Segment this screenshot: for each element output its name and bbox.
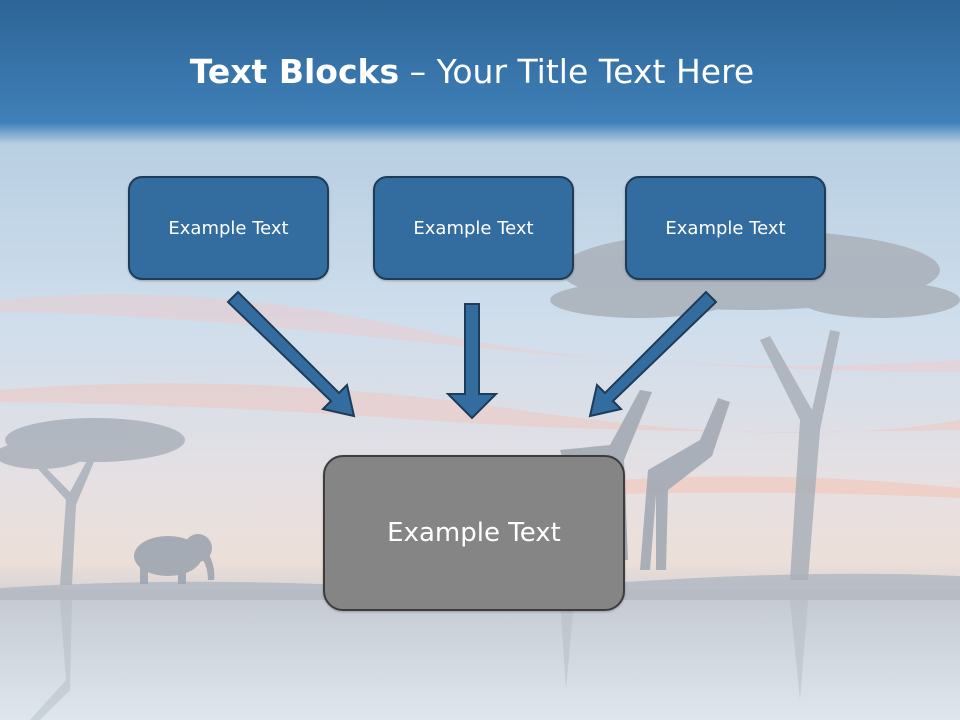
title-rest: – Your Title Text Here xyxy=(399,52,755,91)
title-bold: Text Blocks xyxy=(189,52,400,91)
text-block-1[interactable]: Example Text xyxy=(128,176,329,280)
result-block[interactable]: Example Text xyxy=(323,455,625,611)
text-block-3[interactable]: Example Text xyxy=(625,176,826,280)
text-block-2[interactable]: Example Text xyxy=(373,176,574,280)
page-title: Text Blocks – Your Title Text Here xyxy=(0,52,944,91)
